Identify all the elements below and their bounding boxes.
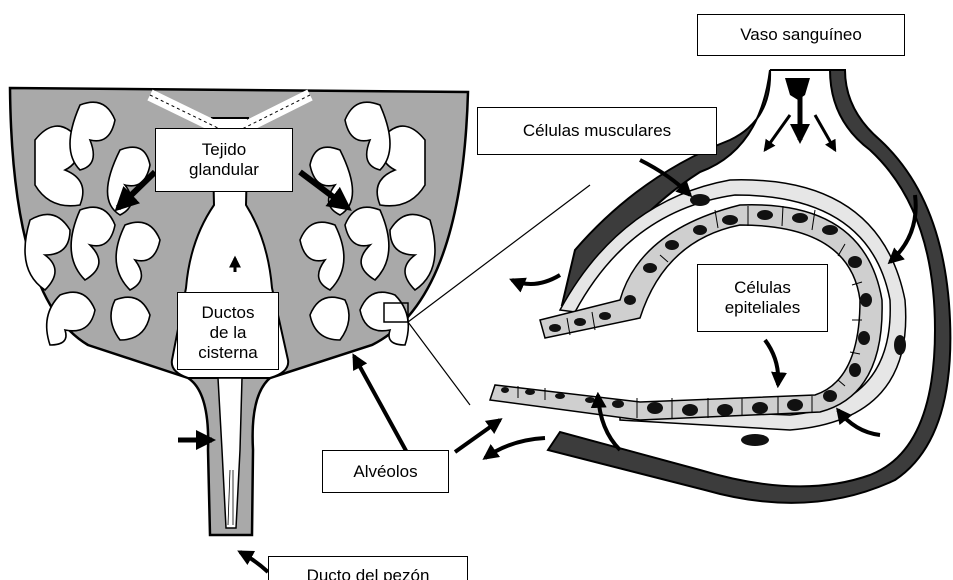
label-blood-vessel: Vaso sanguíneo (697, 14, 905, 56)
label-muscle-cells: Células musculares (477, 107, 717, 155)
label-glandular-tissue: Tejido glandular (155, 128, 293, 192)
udder-section (10, 88, 590, 572)
label-cistern-ducts: Ductos de la cisterna (177, 292, 279, 370)
label-alveoli: Alvéolos (322, 450, 449, 493)
label-epithelial-cells: Células epiteliales (697, 264, 828, 332)
label-teat-duct: Ducto del pezón (268, 556, 468, 580)
